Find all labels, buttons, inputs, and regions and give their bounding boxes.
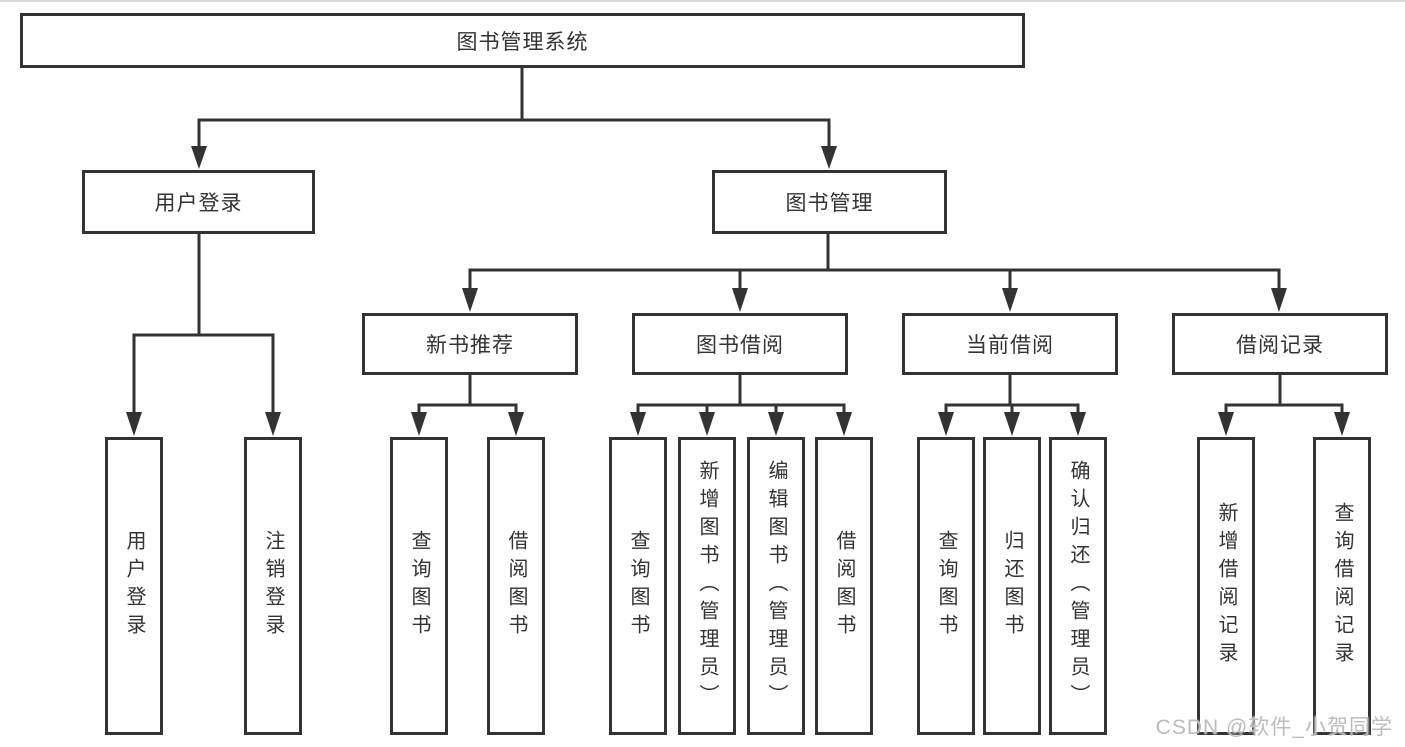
csdn-watermark: CSDN @软件_小贺同学 <box>1155 716 1393 739</box>
leaf-borrowing-query-books-label: 查询图书 <box>627 530 649 642</box>
leaf-borrowing-edit-books-admin-label: 编辑图书（管理员） <box>765 460 787 712</box>
node-borrowing-records: 借阅记录 <box>1172 313 1388 375</box>
node-current-borrowing-label: 当前借阅 <box>966 334 1054 357</box>
node-user-login-branch: 用户登录 <box>82 170 315 234</box>
leaf-borrowing-borrow-books: 借阅图书 <box>815 437 873 735</box>
leaf-newbook-query-books-label: 查询图书 <box>408 530 430 642</box>
leaf-records-add-record-label: 新增借阅记录 <box>1215 502 1237 670</box>
leaf-borrowing-query-books: 查询图书 <box>609 437 667 735</box>
leaf-borrowing-borrow-books-label: 借阅图书 <box>833 530 855 642</box>
leaf-newbook-query-books: 查询图书 <box>390 437 448 735</box>
leaf-current-return-books-label: 归还图书 <box>1001 530 1023 642</box>
node-root-system: 图书管理系统 <box>20 13 1025 68</box>
leaf-records-query-record: 查询借阅记录 <box>1313 437 1371 735</box>
node-book-management-label: 图书管理 <box>785 192 874 215</box>
node-new-book-recommend: 新书推荐 <box>362 313 578 375</box>
node-book-borrowing-label: 图书借阅 <box>696 334 784 357</box>
node-book-management-branch: 图书管理 <box>712 170 947 234</box>
leaf-borrowing-add-books-admin-label: 新增图书（管理员） <box>696 460 718 712</box>
leaf-newbook-borrow-books: 借阅图书 <box>487 437 545 735</box>
leaf-records-query-record-label: 查询借阅记录 <box>1331 502 1353 670</box>
leaf-logout-label: 注销登录 <box>262 530 284 642</box>
leaf-current-query-books-label: 查询图书 <box>935 530 957 642</box>
leaf-logout: 注销登录 <box>244 437 302 735</box>
leaf-current-query-books: 查询图书 <box>917 437 975 735</box>
leaf-borrowing-edit-books-admin: 编辑图书（管理员） <box>747 437 805 735</box>
leaf-current-return-books: 归还图书 <box>983 437 1041 735</box>
node-user-login-label: 用户登录 <box>154 192 243 215</box>
leaf-current-confirm-return-admin: 确认归还（管理员） <box>1049 437 1107 735</box>
leaf-user-login: 用户登录 <box>105 437 163 735</box>
top-edge-line <box>0 0 1405 2</box>
node-root-label: 图书管理系统 <box>456 30 589 54</box>
leaf-current-confirm-return-admin-label: 确认归还（管理员） <box>1067 460 1089 712</box>
node-current-borrowing: 当前借阅 <box>902 313 1118 375</box>
leaf-borrowing-add-books-admin: 新增图书（管理员） <box>678 437 736 735</box>
node-borrowing-records-label: 借阅记录 <box>1236 334 1324 357</box>
leaf-user-login-label: 用户登录 <box>123 530 145 642</box>
leaf-newbook-borrow-books-label: 借阅图书 <box>505 530 527 642</box>
leaf-records-add-record: 新增借阅记录 <box>1197 437 1255 735</box>
node-book-borrowing: 图书借阅 <box>632 313 848 375</box>
node-new-book-recommend-label: 新书推荐 <box>426 334 514 357</box>
